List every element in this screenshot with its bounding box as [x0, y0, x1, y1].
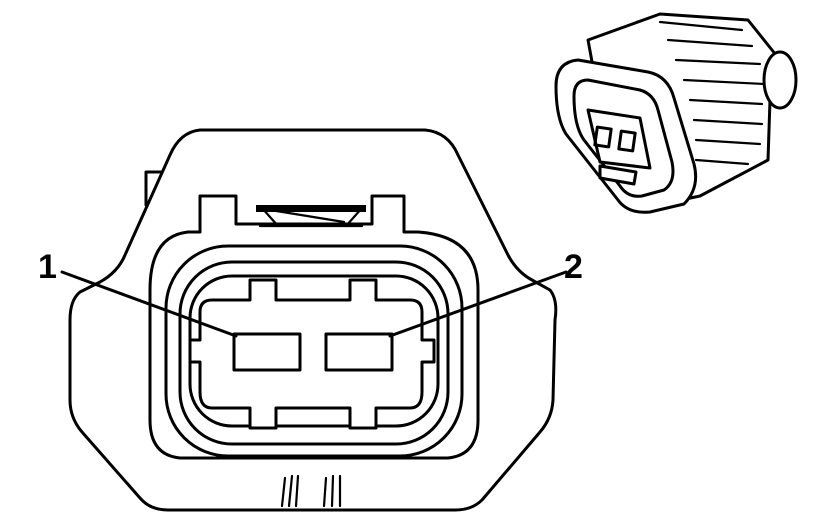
- callout-1-leader: [60, 270, 238, 338]
- wire-bundle: [280, 474, 342, 508]
- connector-face-view: [68, 128, 558, 512]
- callout-1-label: 1: [38, 248, 57, 286]
- callout-1: 1: [38, 248, 238, 338]
- iso-ribs: [658, 20, 766, 166]
- inner-shroud: [148, 194, 480, 460]
- iso-front-opening: [572, 78, 675, 198]
- terminal-2-slot: [324, 332, 394, 372]
- iso-rear-cap: [762, 50, 798, 110]
- terminal-cavity: [188, 278, 436, 430]
- iso-terminal-1: [593, 125, 613, 149]
- callout-2: 2: [388, 248, 583, 338]
- connector-isometric-view: [554, 12, 798, 214]
- iso-terminal-2: [617, 129, 637, 153]
- seal-ring: [164, 244, 464, 458]
- inner-seal-ring: [178, 260, 450, 446]
- latch-ramp: [256, 205, 366, 228]
- terminal-1-slot: [232, 332, 302, 372]
- callout-2-label: 2: [564, 248, 583, 286]
- callout-2-leader: [388, 270, 568, 338]
- iso-lock-tab: [598, 164, 638, 186]
